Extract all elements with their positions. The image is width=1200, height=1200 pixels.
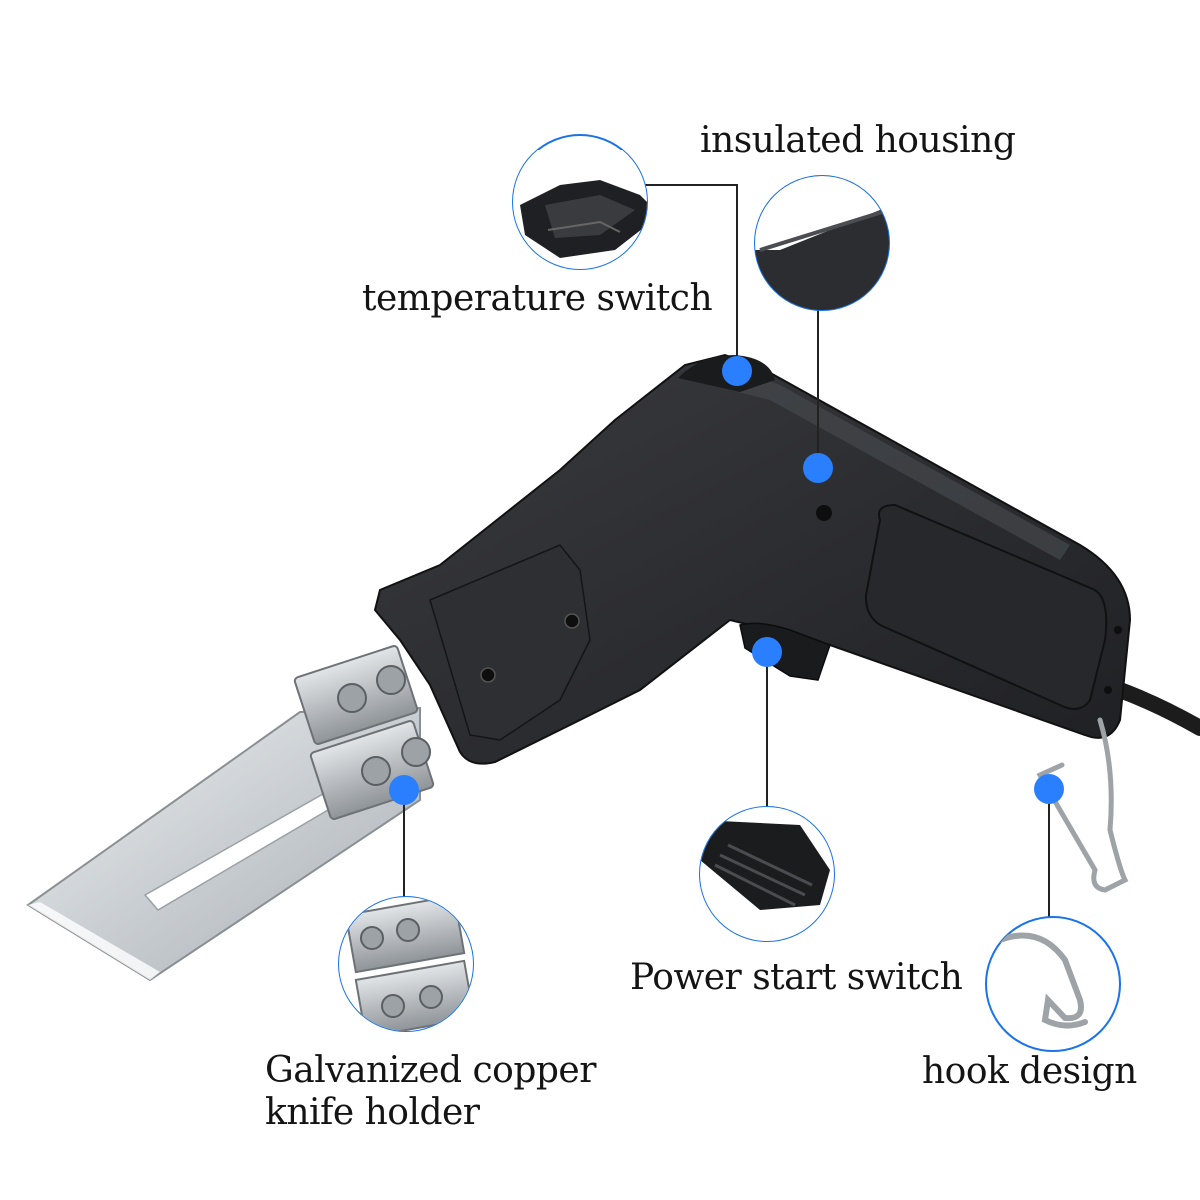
dot-insulated-housing [803,453,833,483]
callout-hook-design [985,916,1121,1052]
label-knife-holder: Galvanized copper knife holder [265,1050,596,1134]
callout-insulated-housing [754,175,890,311]
power-switch [739,622,831,681]
dot-knife-holder [389,775,419,805]
dot-hook-design [1034,774,1064,804]
label-insulated-housing: insulated housing [700,120,1016,161]
callout-dots [389,356,1064,805]
dot-power-start-switch [752,637,782,667]
dot-temperature-switch [722,356,752,386]
hook [1036,717,1129,893]
label-knife-holder-line1: Galvanized copper [265,1050,596,1091]
callout-power-start-switch [699,806,835,942]
label-temperature-switch: temperature switch [362,278,713,319]
label-knife-holder-line2: knife holder [265,1092,480,1133]
label-power-start-switch: Power start switch [630,957,963,998]
tool-body [373,353,1132,765]
callout-temperature-switch [512,134,648,270]
callout-knife-holder [338,896,474,1032]
leader-lines [403,184,1050,917]
power-cord [1112,682,1200,736]
label-hook-design: hook design [922,1051,1137,1092]
